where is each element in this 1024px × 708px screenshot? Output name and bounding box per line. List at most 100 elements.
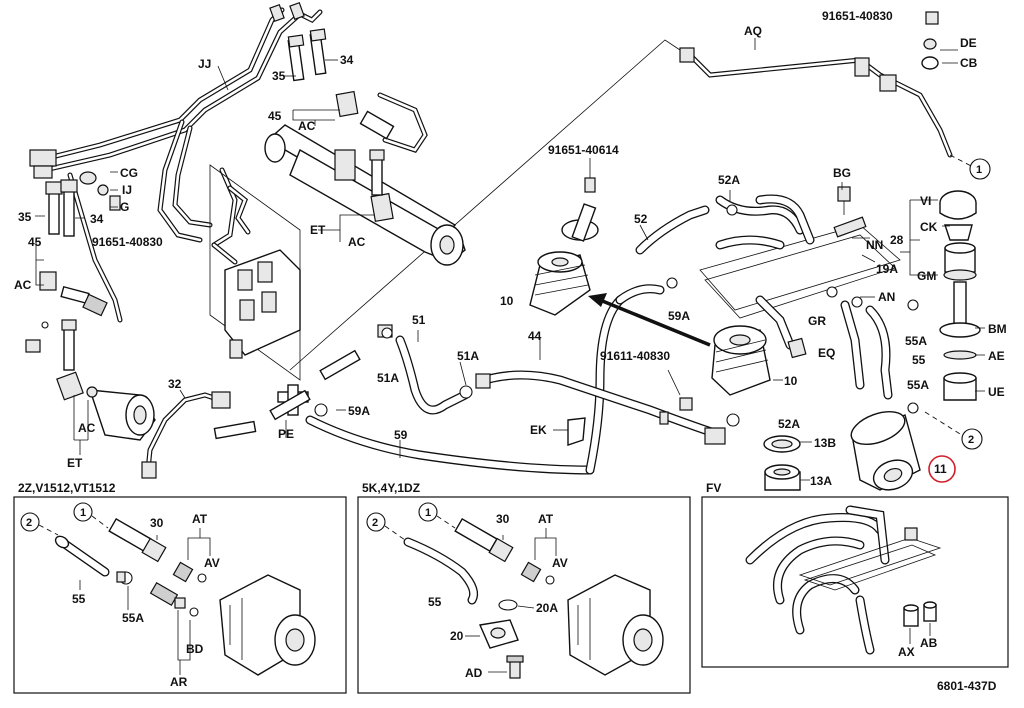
left-label-at: AT [192, 512, 208, 526]
label-gr: GR [808, 314, 826, 328]
control-valve-block [209, 164, 301, 381]
label-51a-b: 51A [377, 371, 399, 385]
label-52: 52 [634, 212, 648, 226]
label-an: AN [878, 290, 895, 304]
left-label-55: 55 [72, 592, 86, 606]
callout-1-main: 1 [969, 158, 991, 180]
leader-lines [35, 38, 985, 481]
right-label-ax: AX [898, 645, 915, 659]
label-nn: NN [866, 238, 883, 252]
label-35b: 35 [18, 210, 32, 224]
svg-text:1: 1 [976, 164, 982, 176]
label-gm: GM [917, 269, 936, 283]
label-eq: EQ [818, 346, 835, 360]
label-part-91651-40830: 91651-40830 [92, 235, 163, 249]
label-ek: EK [530, 423, 547, 437]
left-label-bd: BD [186, 642, 204, 656]
filter-bracket-top [561, 172, 599, 242]
svg-text:2: 2 [26, 517, 32, 529]
label-13b: 13B [814, 436, 836, 450]
label-45: 45 [268, 109, 282, 123]
middle-label-30: 30 [496, 512, 510, 526]
middle-label-20a: 20A [536, 601, 558, 615]
svg-text:2: 2 [372, 517, 378, 529]
label-ij: IJ [122, 183, 132, 197]
label-35: 35 [272, 69, 286, 83]
tee-fitting-pe [213, 349, 361, 440]
left-label-55a: 55A [122, 611, 144, 625]
label-59a-b: 59A [348, 404, 370, 418]
label-51a: 51A [457, 349, 479, 363]
label-34b: 34 [90, 212, 104, 226]
label-et: ET [67, 456, 83, 470]
label-13a: 13A [810, 474, 832, 488]
callout-11-highlighted: 11 [928, 455, 956, 483]
label-19a: 19A [876, 262, 898, 276]
hose-59 [305, 284, 665, 475]
hydraulic-cylinder [264, 124, 466, 266]
label-28: 28 [890, 233, 904, 247]
label-55a: 55A [905, 334, 927, 348]
panel-right-title: FV [706, 481, 721, 495]
label-55: 55 [912, 353, 926, 367]
oil-filter-11 [850, 411, 921, 491]
right-label-ab: AB [920, 636, 938, 650]
middle-label-ad: AD [465, 666, 483, 680]
label-55a-b: 55A [907, 378, 929, 392]
main-labels: JJ 34 35 45 AC CG IJ G 35 34 91651-40830… [14, 9, 1007, 488]
panel-left: 2Z,V1512,VT1512 2 1 30 AT AV 55 [13, 481, 347, 694]
label-ac-c: AC [78, 421, 96, 435]
label-part-91611-40830: 91611-40830 [600, 349, 670, 363]
middle-label-av: AV [552, 556, 568, 570]
label-ue: UE [988, 385, 1005, 399]
label-52a: 52A [718, 173, 740, 187]
svg-text:11: 11 [934, 462, 947, 476]
label-de: DE [960, 36, 977, 50]
label-bg: BG [833, 166, 851, 180]
label-34: 34 [340, 53, 354, 67]
label-ac: AC [298, 119, 316, 133]
svg-text:1: 1 [425, 507, 431, 519]
panel-middle-title: 5K,4Y,1DZ [362, 481, 420, 495]
left-label-av: AV [204, 556, 220, 570]
label-cg: CG [120, 166, 138, 180]
filter-element-10-upper [529, 251, 591, 316]
label-ae: AE [988, 349, 1005, 363]
label-aq: AQ [744, 24, 762, 38]
drawing-number: 6801-437D [937, 679, 997, 693]
label-44: 44 [528, 329, 542, 343]
svg-text:1: 1 [80, 507, 86, 519]
pipe-32 [141, 391, 231, 479]
svg-text:2: 2 [968, 434, 974, 446]
left-label-30: 30 [150, 516, 164, 530]
reservoir-assembly [635, 186, 901, 400]
label-ac-b: AC [14, 278, 32, 292]
label-bm: BM [988, 322, 1007, 336]
label-et-b: ET [310, 223, 326, 237]
label-ck: CK [920, 220, 938, 234]
label-59a: 59A [668, 309, 690, 323]
middle-label-at: AT [538, 512, 554, 526]
label-part-91651-40830-b: 91651-40830 [822, 9, 893, 23]
label-51: 51 [412, 313, 426, 327]
seals-13 [763, 435, 801, 491]
label-vi: VI [920, 194, 931, 208]
middle-label-55: 55 [428, 595, 442, 609]
hose-51 [377, 324, 470, 415]
filter-element-10-lower [711, 325, 771, 396]
label-32: 32 [168, 377, 182, 391]
label-52a-b: 52A [778, 417, 800, 431]
label-part-91651-40614: 91651-40614 [548, 143, 619, 157]
label-jj: JJ [198, 57, 211, 71]
label-45b: 45 [28, 235, 42, 249]
panel-right: FV AX AB [701, 481, 1009, 668]
pipe-aq [679, 11, 953, 158]
pipe-bundle-jj [29, 1, 428, 323]
label-59: 59 [394, 428, 408, 442]
label-10-upper: 10 [500, 294, 514, 308]
pipe-44 [475, 370, 726, 445]
fittings-34-35-top [287, 28, 395, 196]
clamps-and-small-parts [314, 204, 919, 446]
filler-cap-assembly [939, 190, 981, 401]
